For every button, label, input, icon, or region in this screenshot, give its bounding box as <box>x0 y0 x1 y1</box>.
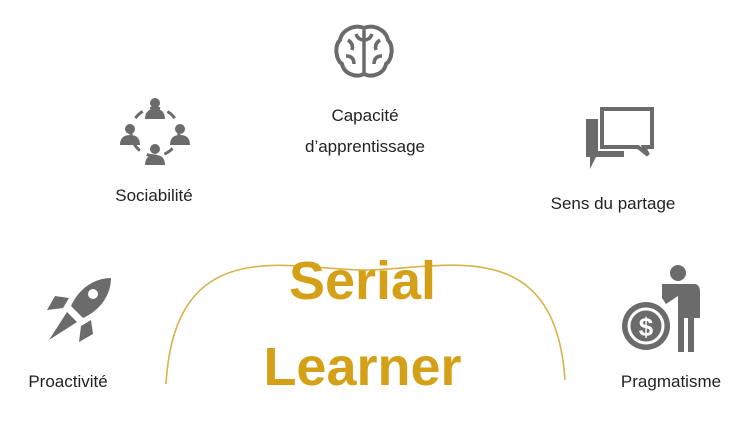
svg-text:$: $ <box>639 312 654 342</box>
businessman-coin-icon: $ <box>622 265 700 352</box>
title-line-2: Learner <box>263 337 462 397</box>
trait-label-sens-du-partage: Sens du partage <box>550 194 676 213</box>
title-line-1: Serial <box>288 251 437 311</box>
trait-label-capacite-line2: d’apprentissage <box>304 137 426 156</box>
trait-label-proactivite: Proactivité <box>28 372 108 391</box>
brain-icon <box>334 24 394 78</box>
trait-label-pragmatisme: Pragmatisme <box>620 372 722 391</box>
people-network-icon <box>120 98 190 165</box>
rocket-icon <box>47 278 111 342</box>
trait-label-capacite: Capacité <box>331 106 399 125</box>
chat-bubbles-icon <box>586 107 654 169</box>
trait-label-sociabilite: Sociabilité <box>115 186 193 205</box>
